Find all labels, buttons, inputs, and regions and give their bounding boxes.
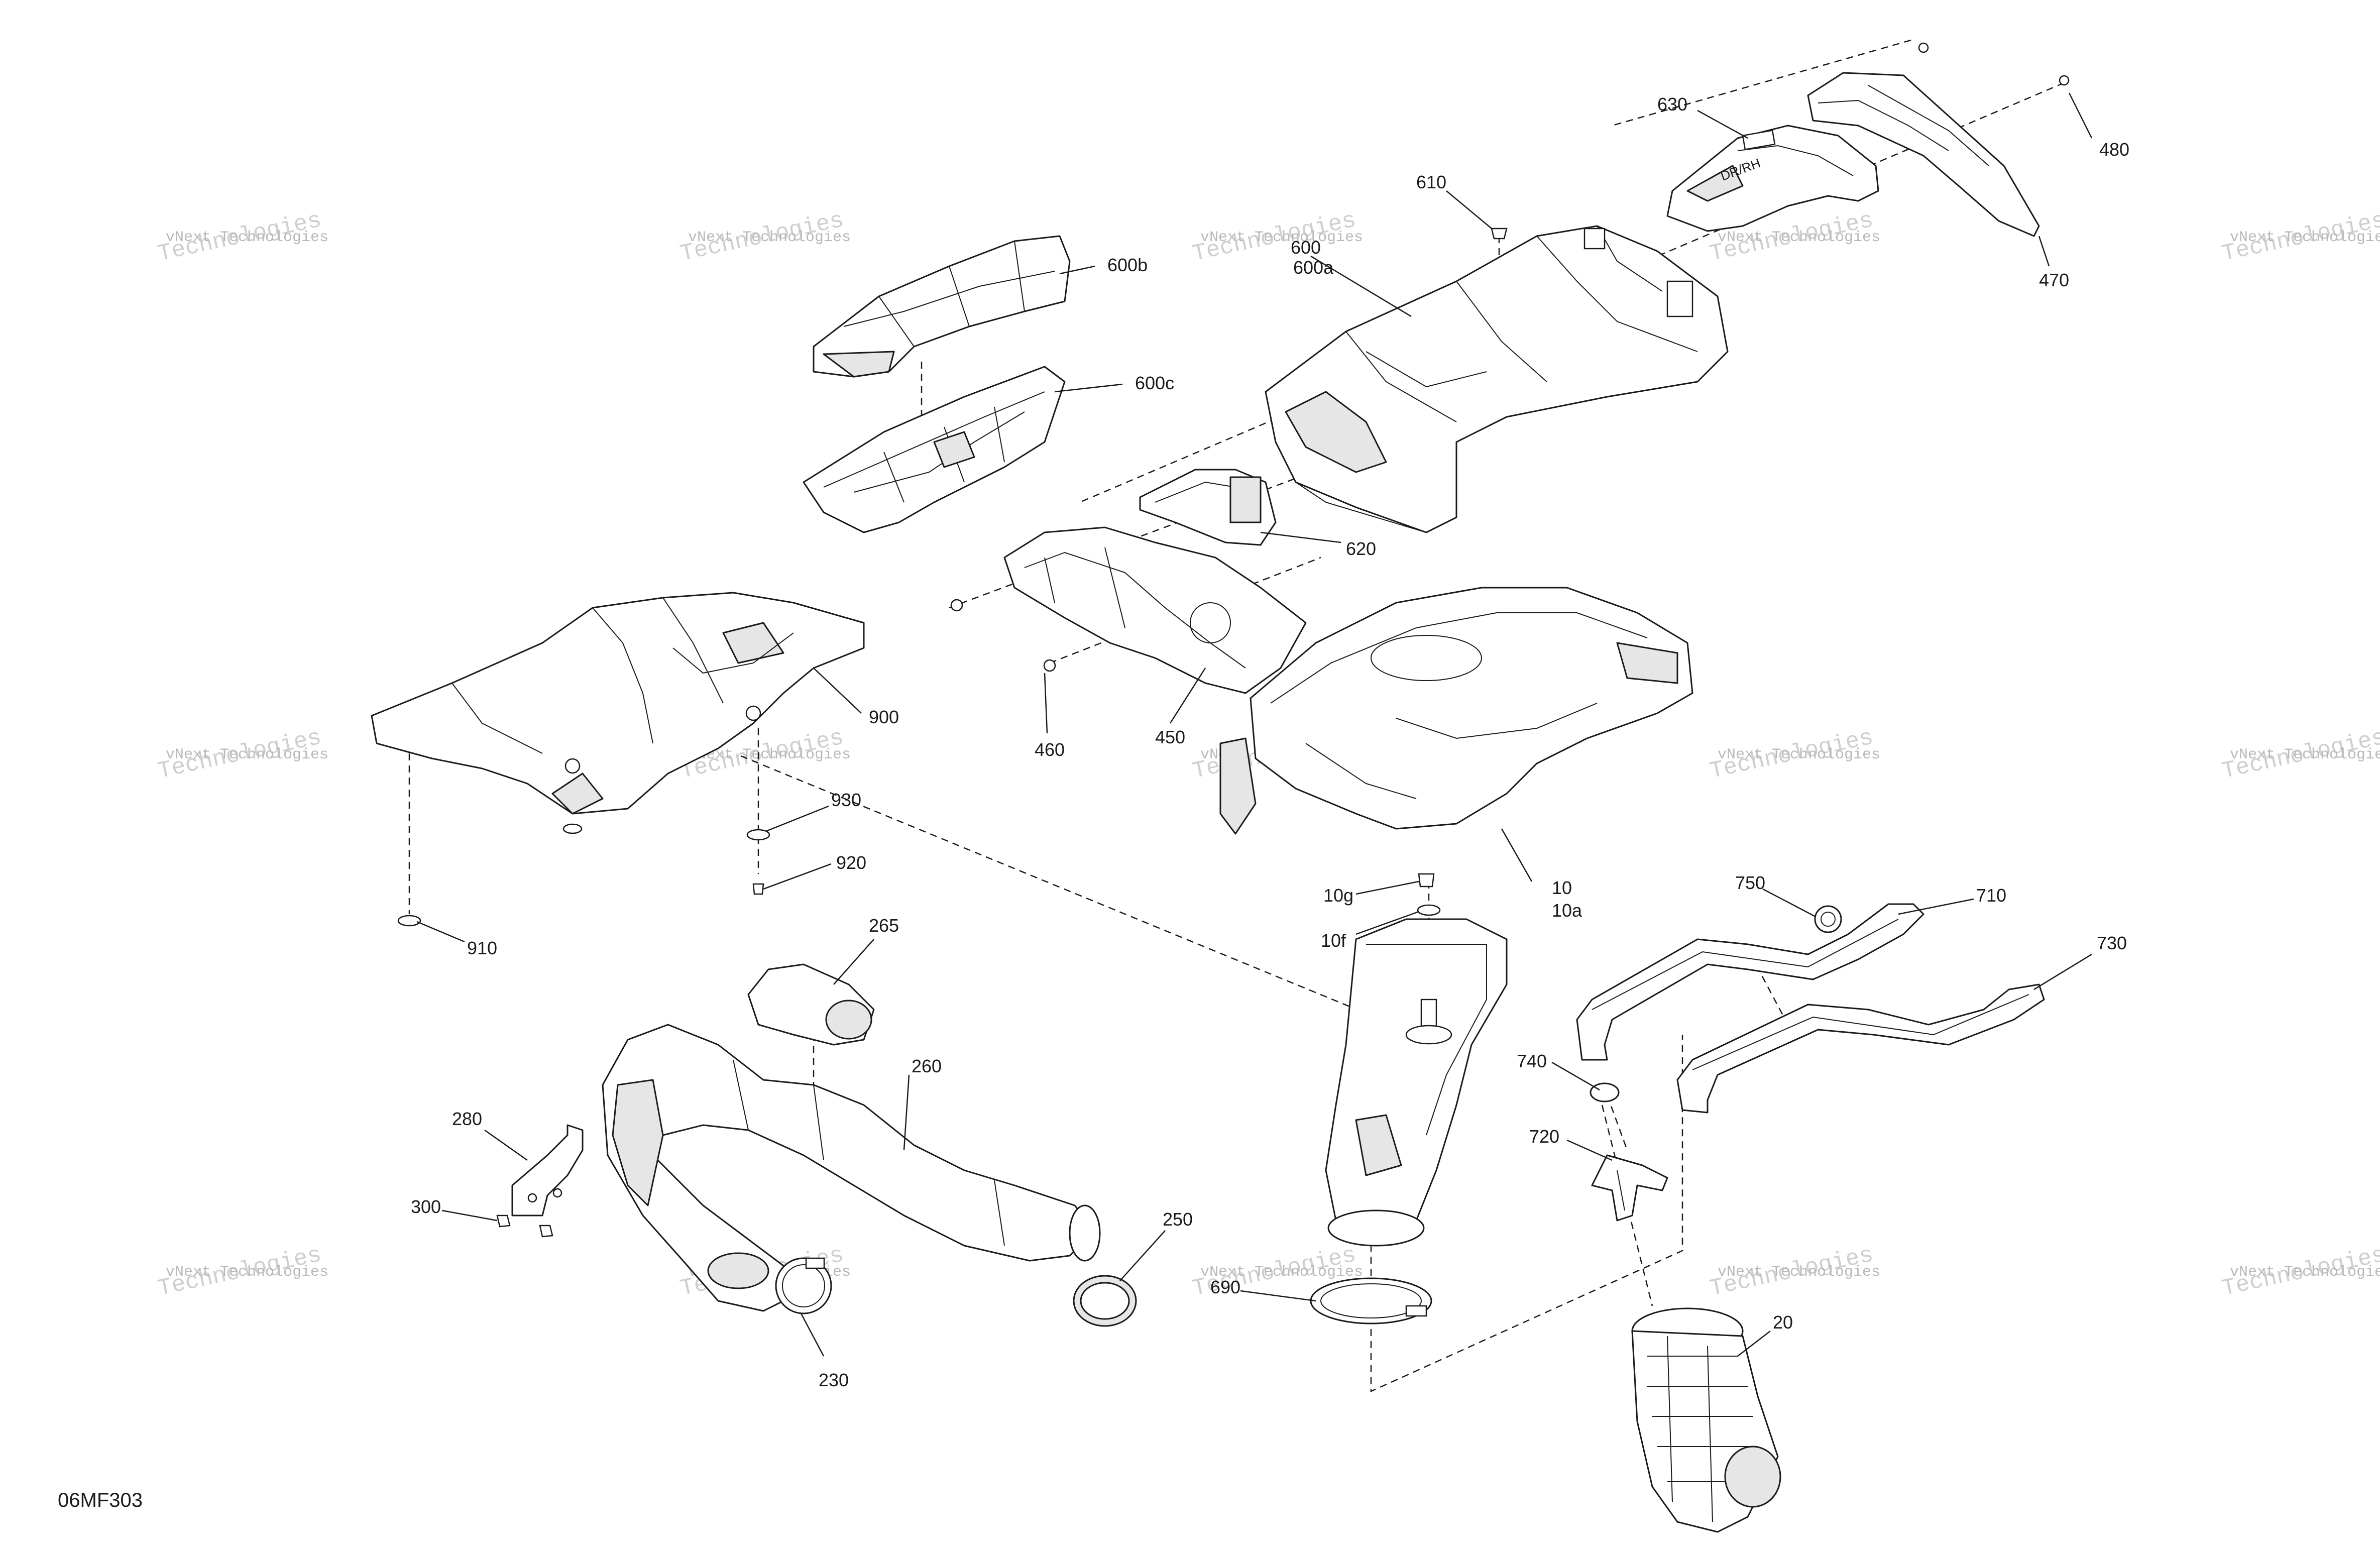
watermark-small-text: vNext Technologies	[2230, 229, 2380, 246]
part-box-elbow	[1325, 918, 1508, 1247]
watermark-small-text: vNext Technologies	[1200, 1264, 1363, 1281]
callout-10: 10	[1552, 877, 1572, 898]
watermark-small-text: vNext Technologies	[166, 1264, 328, 1281]
part-10f-10g-seal	[1417, 873, 1441, 916]
callout-600: 600	[1291, 237, 1321, 258]
callout-740: 740	[1517, 1051, 1547, 1071]
watermark-small-text: vNext Technologies	[2230, 1264, 2380, 1281]
part-250-boot	[1073, 1275, 1137, 1327]
callout-10a: 10a	[1552, 900, 1582, 921]
callout-750: 750	[1735, 872, 1765, 893]
callout-labels: 480 630 470 610 600 600a 600b 600c 620 4…	[411, 94, 2129, 1390]
watermark-small-text: vNext Technologies	[166, 229, 328, 246]
callout-280: 280	[452, 1109, 482, 1129]
part-620-intake-duct	[1139, 469, 1277, 546]
part-740-hose-clip	[1590, 1082, 1620, 1102]
callout-480: 480	[2099, 139, 2129, 160]
callout-900: 900	[869, 707, 899, 727]
callout-630: 630	[1657, 94, 1687, 115]
watermark-small-text: vNext Technologies	[1200, 229, 1363, 246]
callout-265: 265	[869, 915, 899, 936]
part-710-vent-hose	[1576, 903, 1924, 1061]
watermark-small-text: vNext Technologies	[166, 746, 328, 763]
callout-690: 690	[1210, 1277, 1240, 1297]
part-720-t-fitting	[1591, 1154, 1668, 1222]
part-20-intake-filter	[1631, 1307, 1781, 1533]
diagram-code: 06MF303	[58, 1489, 143, 1511]
part-600b-filter-cover	[813, 235, 1071, 378]
watermark-small-text: vNext Technologies	[1718, 229, 1880, 246]
callout-620: 620	[1346, 538, 1376, 559]
callout-600b: 600b	[1107, 255, 1148, 275]
part-450-intake-cover	[950, 526, 1307, 694]
part-690-clamp	[1310, 1277, 1432, 1324]
callout-920: 920	[836, 852, 866, 873]
part-600-airbox-upper	[1265, 225, 1729, 533]
part-750-clamp	[1814, 905, 1842, 933]
part-280-bracket	[511, 1124, 584, 1217]
callout-600a: 600a	[1293, 257, 1334, 278]
watermark-small-text: vNext Technologies	[1718, 1264, 1880, 1281]
shield-hardware	[397, 823, 770, 927]
part-260-intake-tube	[602, 1024, 1101, 1312]
callout-460: 460	[1035, 739, 1065, 760]
callout-710: 710	[1976, 885, 2006, 906]
part-265-coupler	[747, 963, 875, 1046]
callout-450: 450	[1155, 727, 1185, 747]
watermark-small-text: vNext Technologies	[688, 229, 851, 246]
callout-20: 20	[1773, 1312, 1793, 1333]
callout-230: 230	[819, 1370, 849, 1390]
part-610-screw	[1491, 228, 1508, 240]
callout-10f: 10f	[1321, 930, 1346, 951]
part-10-airbox-lower	[1219, 587, 1693, 835]
callout-470: 470	[2039, 270, 2069, 290]
callout-730: 730	[2097, 933, 2127, 953]
callout-10g: 10g	[1323, 885, 1353, 906]
callout-300: 300	[411, 1196, 441, 1217]
callout-910: 910	[467, 938, 497, 958]
callout-260: 260	[912, 1056, 942, 1076]
watermark-small-text: vNext Technologies	[1718, 746, 1880, 763]
leader-lines	[416, 92, 2093, 1357]
callout-600c: 600c	[1135, 373, 1174, 393]
part-630-air-duct: DR/RH	[1666, 125, 1879, 232]
part-230-clamp	[775, 1257, 832, 1314]
part-300-nuts	[496, 1214, 553, 1238]
part-480-cover-bracket	[1807, 42, 2070, 237]
part-900-heat-shield	[371, 592, 865, 815]
callout-610: 610	[1416, 172, 1446, 192]
callout-250: 250	[1163, 1209, 1193, 1230]
part-730-hose	[1676, 983, 2045, 1114]
watermark-small-text: vNext Technologies	[2230, 746, 2380, 763]
callout-720: 720	[1529, 1126, 1559, 1147]
part-600c-filter-frame	[803, 366, 1066, 533]
callout-930: 930	[831, 790, 861, 810]
